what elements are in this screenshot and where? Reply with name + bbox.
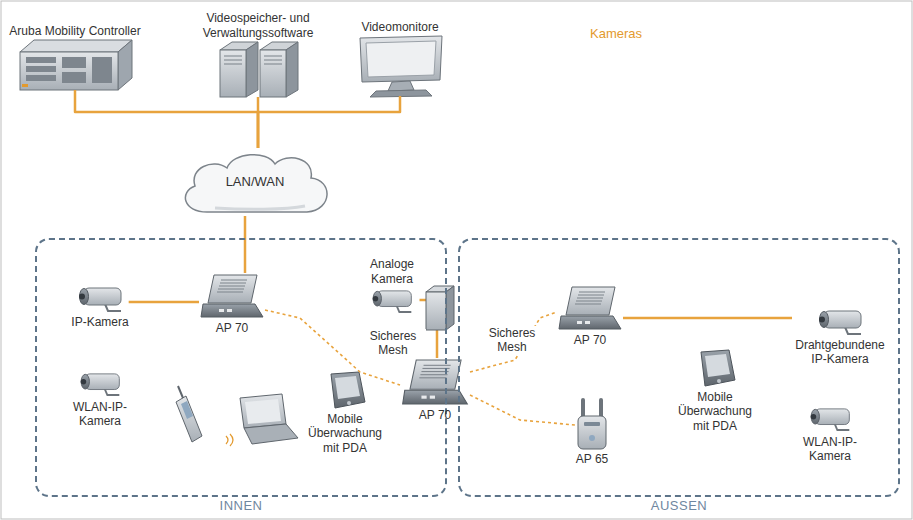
node-label: Analoge Kamera bbox=[365, 257, 420, 286]
cable-link bbox=[129, 301, 199, 304]
pda-node: Mobile Überwachung mit PDA bbox=[675, 348, 755, 433]
outdoor-region: AUSSENAP 70Drahtgebundene IP-KameraMobil… bbox=[458, 238, 900, 497]
caption-label: Kameras bbox=[590, 26, 642, 41]
node-label: Drahtgebundene IP-Kamera bbox=[792, 338, 888, 367]
cable-link bbox=[244, 216, 247, 273]
icon-space bbox=[369, 288, 415, 314]
node-label: WLAN-IP-Kamera bbox=[69, 400, 131, 429]
mesh-link bbox=[470, 312, 557, 372]
edge-label: Sicheres Mesh bbox=[360, 329, 426, 358]
access-point-icon bbox=[201, 275, 621, 449]
icon-space bbox=[575, 398, 609, 450]
node-label: AP 70 bbox=[419, 408, 451, 422]
monitor-node: Videomonitore bbox=[355, 20, 445, 96]
cable-link bbox=[75, 90, 258, 148]
icon-space bbox=[218, 42, 298, 97]
indoor-region: INNENIP-KameraAP 70Analoge KameraWLAN-IP… bbox=[35, 238, 447, 497]
node-label: IP-Kamera bbox=[71, 315, 128, 329]
mobility-controller-icon bbox=[20, 40, 132, 90]
laptop-icon bbox=[226, 394, 298, 446]
region-label: INNEN bbox=[37, 498, 445, 514]
icon-space bbox=[355, 36, 445, 96]
access-point-node: AP 65 bbox=[575, 398, 609, 466]
camera-node: WLAN-IP-Kamera bbox=[69, 370, 131, 429]
node-label: Mobile Überwachung mit PDA bbox=[675, 390, 755, 433]
edge-label: Sicheres Mesh bbox=[479, 326, 545, 355]
icon-space bbox=[20, 40, 130, 90]
video-encoder-icon bbox=[426, 286, 454, 330]
node-label: AP 70 bbox=[574, 333, 606, 347]
icon-space bbox=[199, 273, 265, 319]
mesh-link bbox=[470, 395, 575, 425]
icon-space bbox=[323, 370, 367, 410]
pda-icon bbox=[331, 350, 735, 408]
node-label: Videomonitore bbox=[361, 20, 438, 34]
network-cloud: LAN/WAN bbox=[175, 148, 335, 216]
phone-icon bbox=[176, 386, 202, 442]
node-label: AP 65 bbox=[576, 452, 608, 466]
node-label: LAN/WAN bbox=[226, 174, 285, 190]
access-point-node: AP 70 bbox=[199, 273, 265, 335]
access-point-node: AP 70 bbox=[557, 285, 623, 347]
server-icon bbox=[220, 42, 298, 97]
icon-space bbox=[557, 285, 623, 331]
camera-node: Drahtgebundene IP-Kamera bbox=[792, 308, 888, 367]
icon-space bbox=[693, 348, 737, 388]
pda-node: Mobile Überwachung mit PDA bbox=[305, 370, 385, 455]
node-label: AP 70 bbox=[216, 321, 248, 335]
cable-link bbox=[258, 96, 400, 148]
camera-node: Analoge Kamera bbox=[365, 257, 420, 314]
monitor-icon bbox=[360, 36, 442, 97]
node-label: Videospeicher- und Verwaltungssoftware bbox=[193, 11, 323, 40]
controller-node: Aruba Mobility Controller bbox=[9, 24, 140, 90]
node-label: Mobile Überwachung mit PDA bbox=[305, 412, 385, 455]
cable-link bbox=[623, 317, 792, 320]
node-label: WLAN-IP-Kamera bbox=[799, 435, 861, 464]
camera-node: IP-Kamera bbox=[71, 285, 128, 329]
camera-node: WLAN-IP-Kamera bbox=[799, 405, 861, 464]
node-label: Aruba Mobility Controller bbox=[9, 24, 140, 38]
icon-space bbox=[815, 308, 865, 336]
server-node: Videospeicher- und Verwaltungssoftware bbox=[193, 11, 323, 97]
icon-space bbox=[75, 285, 125, 313]
icon-space bbox=[77, 370, 123, 398]
icon-space bbox=[807, 405, 853, 433]
region-label: AUSSEN bbox=[460, 498, 898, 514]
